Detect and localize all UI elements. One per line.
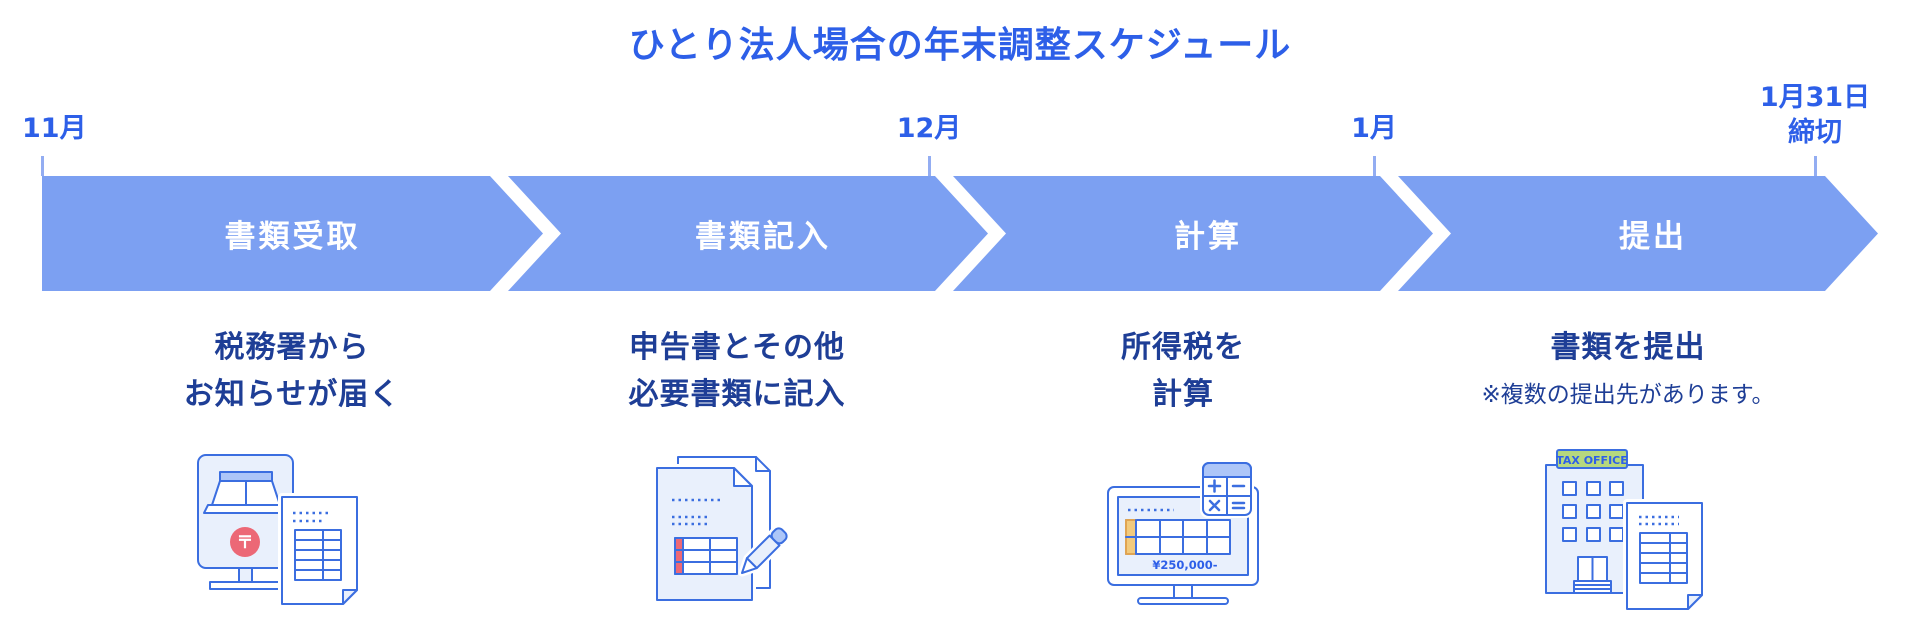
step-description-submit: 書類を提出 ※複数の提出先があります。 [1428, 324, 1828, 411]
deadline-word: 締切 [1788, 117, 1842, 148]
step-description-fill: 申告書とその他 必要書類に記入 [537, 324, 937, 418]
desc-line: 所得税を [1121, 330, 1245, 365]
desc-line: 計算 [1152, 377, 1214, 412]
step-label: 書類記入 [695, 219, 831, 255]
amount-text: ¥250,000- [1152, 558, 1217, 572]
document-pencil-icon [653, 456, 793, 604]
tax-office-icon: TAX OFFICE [1545, 449, 1705, 613]
timeline-band: 書類受取 書類記入 計算 提出 [42, 176, 1878, 291]
pencil-glyph [738, 522, 793, 577]
step-segment-fill: 書類記入 [508, 176, 988, 291]
step-label: 書類受取 [224, 219, 361, 255]
month-label-november: 11月 [22, 113, 87, 144]
timeline-tick-deadline [1814, 156, 1817, 176]
deadline-date: 1月31日 [1759, 82, 1871, 113]
step-description-calculate: 所得税を 計算 [983, 324, 1383, 418]
submit-note: ※複数の提出先があります。 [1481, 382, 1775, 408]
deadline-label: 1月31日 締切 [1715, 80, 1915, 150]
month-label-december: 12月 [896, 113, 962, 144]
desc-line: 必要書類に記入 [628, 377, 846, 412]
postal-mark-glyph: 〒 [237, 533, 254, 553]
timeline-tick-january [1373, 156, 1376, 176]
month-label-january: 1月 [1351, 113, 1397, 144]
calculator-monitor-icon: ¥250,000- [1107, 460, 1259, 605]
step-segment-submit: 提出 [1398, 176, 1878, 291]
step-label: 提出 [1619, 219, 1687, 255]
postal-circle [230, 527, 260, 557]
step-segment-calculate: 計算 [953, 176, 1433, 291]
step-segment-receive: 書類受取 [42, 176, 543, 291]
step-description-receive: 税務署から お知らせが届く [92, 324, 492, 418]
desc-line: 申告書とその他 [628, 330, 846, 365]
mail-monitor-icon: 〒 [197, 454, 361, 608]
desc-line: 税務署から [214, 330, 370, 365]
desc-line: お知らせが届く [183, 377, 401, 412]
page-title: ひとり法人場合の年末調整スケジュール [628, 25, 1292, 66]
timeline-tick-november [41, 156, 44, 176]
timeline-tick-december [928, 156, 931, 176]
desc-line: 書類を提出 [1550, 330, 1706, 365]
calculator-glyph [1202, 462, 1252, 516]
step-label: 計算 [1174, 219, 1242, 255]
tax-office-sign-text: TAX OFFICE [1556, 454, 1628, 467]
